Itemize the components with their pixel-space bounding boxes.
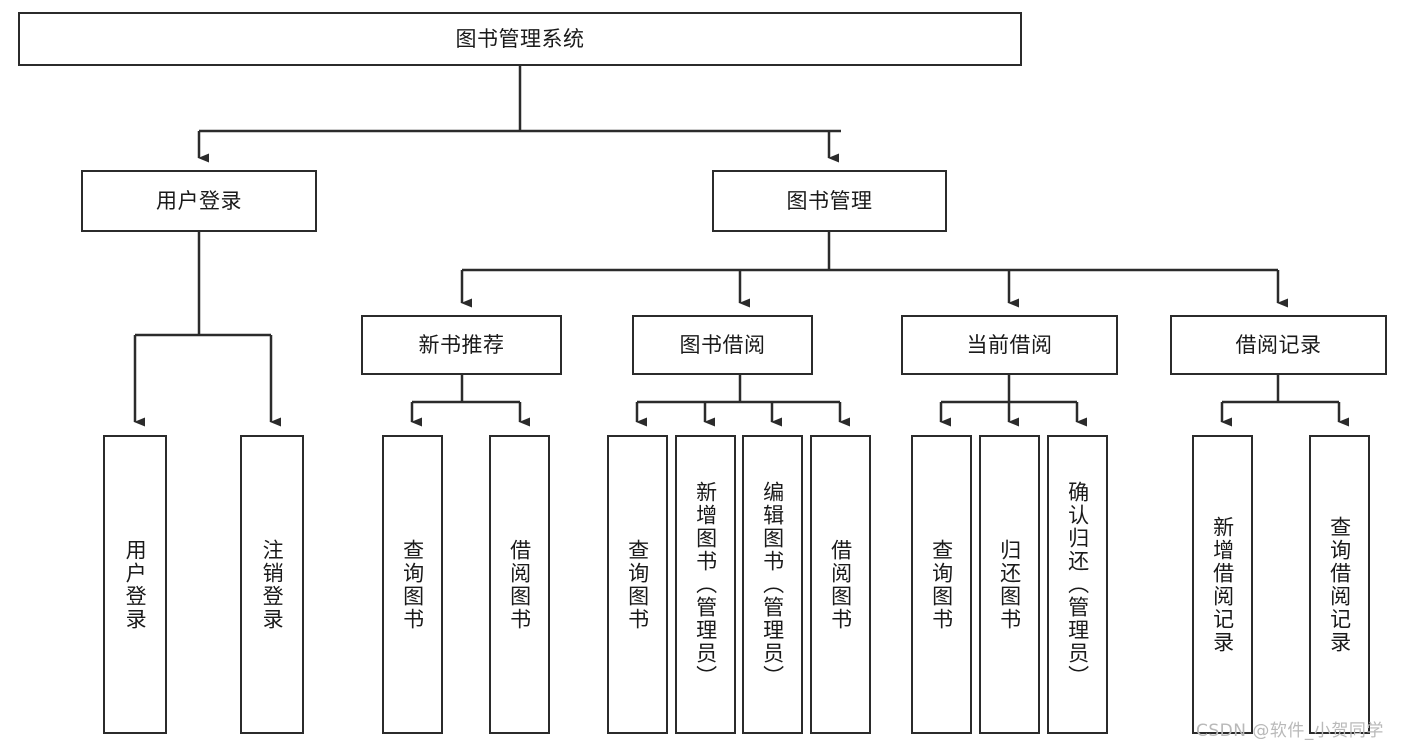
node-leaf-return-book[interactable]: 归还图书 [979, 435, 1040, 734]
watermark-text: CSDN @软件_小贺同学 [1196, 721, 1384, 741]
node-leaf-confirm-return[interactable]: 确认归还（管理员） [1047, 435, 1108, 734]
node-leaf-query-book-3[interactable]: 查询图书 [911, 435, 972, 734]
node-new-book-recommend[interactable]: 新书推荐 [361, 315, 562, 375]
node-leaf-add-book[interactable]: 新增图书（管理员） [675, 435, 736, 734]
node-root[interactable]: 图书管理系统 [18, 12, 1022, 66]
node-user-login[interactable]: 用户登录 [81, 170, 317, 232]
node-leaf-user-login[interactable]: 用户登录 [103, 435, 167, 734]
node-leaf-query-record[interactable]: 查询借阅记录 [1309, 435, 1370, 734]
node-book-borrow[interactable]: 图书借阅 [632, 315, 813, 375]
node-leaf-query-book-1[interactable]: 查询图书 [382, 435, 443, 734]
node-leaf-logout-login[interactable]: 注销登录 [240, 435, 304, 734]
node-borrow-record[interactable]: 借阅记录 [1170, 315, 1387, 375]
node-leaf-borrow-book-2[interactable]: 借阅图书 [810, 435, 871, 734]
node-book-manage[interactable]: 图书管理 [712, 170, 947, 232]
node-leaf-edit-book[interactable]: 编辑图书（管理员） [742, 435, 803, 734]
node-current-borrow[interactable]: 当前借阅 [901, 315, 1118, 375]
node-leaf-query-book-2[interactable]: 查询图书 [607, 435, 668, 734]
node-leaf-borrow-book-1[interactable]: 借阅图书 [489, 435, 550, 734]
node-leaf-add-record[interactable]: 新增借阅记录 [1192, 435, 1253, 734]
